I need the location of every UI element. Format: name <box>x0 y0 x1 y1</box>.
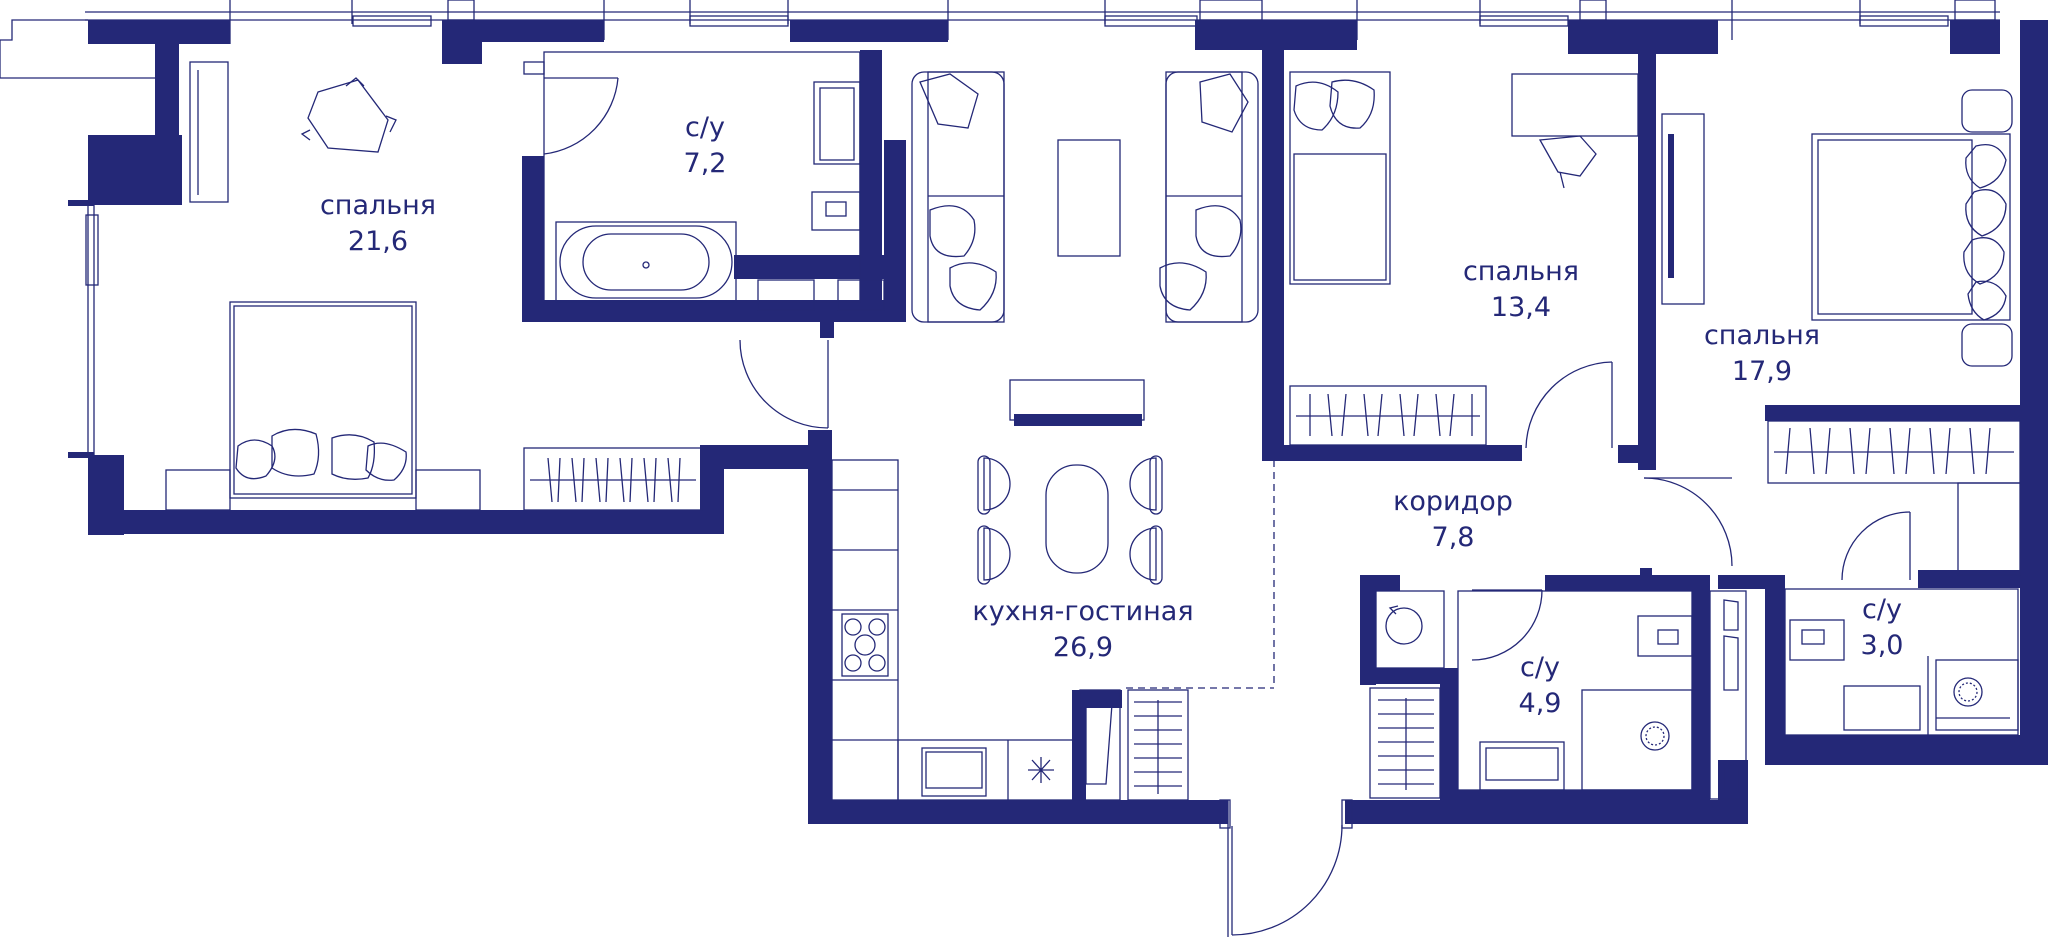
door-kitchen <box>739 339 829 429</box>
door-bath-3 <box>1841 511 1911 581</box>
tv-unit <box>1009 379 1145 426</box>
door-bedroom-2 <box>1525 361 1613 449</box>
room-area: 21,6 <box>347 226 409 257</box>
kitchen-counter <box>831 459 1189 801</box>
wardrobe-1 <box>523 447 703 511</box>
bed-1 <box>165 301 481 511</box>
door-bath-2 <box>1471 589 1543 661</box>
room-name: с/у <box>1520 652 1560 683</box>
bathroom-1-fixtures <box>543 51 885 311</box>
bed-2 <box>1289 71 1391 285</box>
bed-3 <box>1811 89 2013 367</box>
open-boundary <box>1126 460 1275 689</box>
room-label-bathroom-1: с/у 7,2 <box>684 110 727 182</box>
room-label-kitchen-living: кухня-гостиная 26,9 <box>972 594 1193 666</box>
room-area: 3,0 <box>1860 630 1904 661</box>
room-area: 17,9 <box>1731 356 1793 387</box>
room-area: 7,8 <box>1431 522 1475 553</box>
shaft <box>1709 590 1747 800</box>
room-name: кухня-гостиная <box>972 596 1194 627</box>
windows <box>229 0 1996 44</box>
room-area: 26,9 <box>1052 632 1114 663</box>
room-area: 7,2 <box>683 148 727 179</box>
room-name: с/у <box>1862 594 1902 625</box>
coffee-table <box>1057 139 1121 257</box>
room-label-corridor: коридор 7,8 <box>1393 484 1513 556</box>
room-label-bathroom-2: с/у 4,9 <box>1519 650 1562 722</box>
bathroom-2-fixtures <box>1369 590 1693 799</box>
desk <box>1511 73 1639 189</box>
walls <box>88 20 2048 824</box>
room-name: спальня <box>1462 256 1580 287</box>
door-bath-1 <box>523 61 619 155</box>
wardrobe-3 <box>1767 420 2021 576</box>
room-label-bedroom-1: спальня 21,6 <box>320 188 436 260</box>
armchair <box>300 77 397 153</box>
dining-table <box>977 455 1163 585</box>
room-name: спальня <box>1703 320 1821 351</box>
room-label-bathroom-3: с/у 3,0 <box>1861 592 1904 664</box>
room-name: с/у <box>685 112 725 143</box>
room-name: коридор <box>1393 486 1513 517</box>
wardrobe-2 <box>1289 385 1487 446</box>
closet-3 <box>1661 113 1705 305</box>
room-label-bedroom-2: спальня 13,4 <box>1463 254 1579 326</box>
room-name: спальня <box>319 190 437 221</box>
room-area: 4,9 <box>1518 688 1562 719</box>
sofa-right <box>1159 71 1259 323</box>
room-area: 13,4 <box>1490 292 1552 323</box>
sofa-left <box>911 71 1005 323</box>
bathroom-3-fixtures <box>1784 588 2019 736</box>
entrance-door <box>1219 799 1353 937</box>
room-label-bedroom-3: спальня 17,9 <box>1704 318 1820 390</box>
balcony <box>0 19 229 458</box>
door-bedroom-3 <box>1643 477 1733 567</box>
